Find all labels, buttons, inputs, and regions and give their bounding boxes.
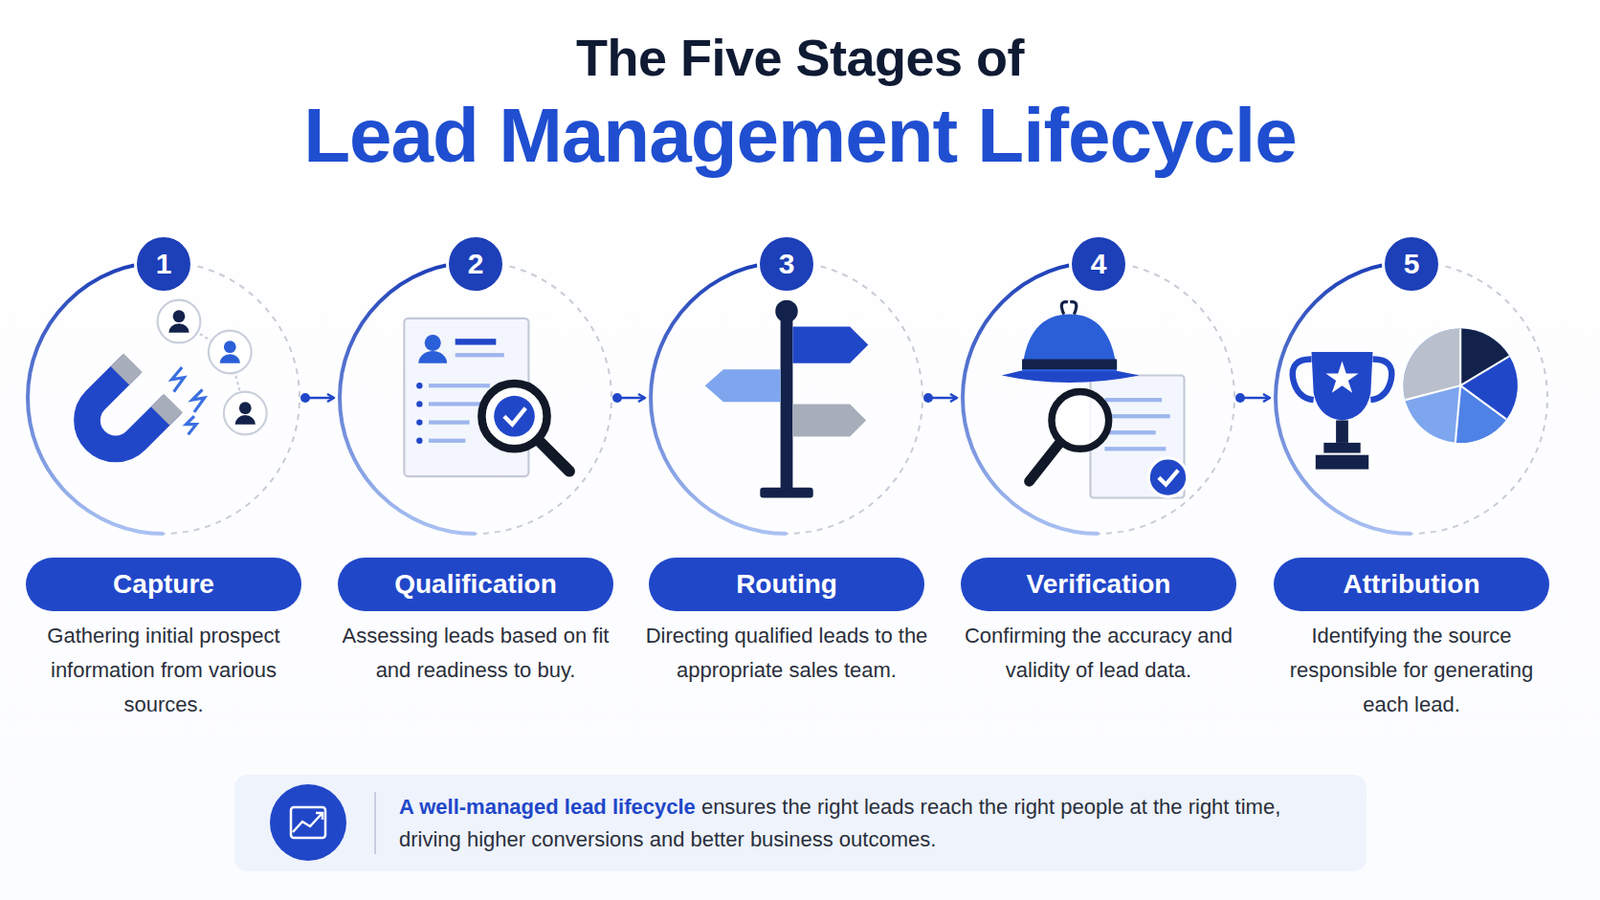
callout-highlight: A well-managed lead lifecycle [399, 795, 696, 820]
stage-pill: RoutingDirecting qualified leads to the … [648, 557, 925, 612]
title-highlight: Lead Management Lifecycle [0, 93, 1600, 178]
signpost-icon [705, 300, 869, 499]
chart-icon [234, 775, 426, 872]
ring-outline [960, 260, 1237, 536]
ring-outline [648, 260, 925, 536]
stage-ring: 1 [25, 260, 302, 536]
stage-description: Gathering initial prospect information f… [20, 619, 308, 723]
step-number: 4 [1068, 234, 1129, 294]
stage-description: Identifying the source responsible for g… [1267, 619, 1556, 723]
stage-description: Confirming the accuracy and validity of … [955, 619, 1243, 689]
stage-pill: QualificationAssessing leads based on fi… [337, 557, 614, 612]
verification-icon [1001, 302, 1188, 499]
flow-arrow [1235, 393, 1270, 403]
ring-outline [25, 260, 302, 536]
stage-description: Assessing leads based on fit and readine… [332, 619, 620, 689]
stage-name: Qualification [337, 557, 614, 612]
flow-arrow [923, 393, 957, 403]
stage-pill: CaptureGathering initial prospect inform… [25, 557, 302, 612]
stage-name: Capture [25, 557, 302, 612]
stage-ring: 4 [960, 260, 1237, 536]
callout-text: A well-managed lead lifecycle ensures th… [399, 779, 1347, 868]
stage-pill: AttributionIdentifying the source respon… [1273, 557, 1550, 612]
stage-name: Attribution [1273, 557, 1550, 612]
ring-outline [337, 260, 614, 536]
stage-ring: 2 [337, 260, 614, 536]
step-number: 3 [756, 234, 817, 294]
magnet-icon [75, 300, 267, 462]
ring-outline [1273, 260, 1550, 536]
stage-pill: VerificationConfirming the accuracy and … [960, 557, 1237, 612]
summary-callout: A well-managed lead lifecycle ensures th… [234, 775, 1367, 872]
flow-arrow [300, 393, 334, 403]
attribution-icon [1292, 329, 1518, 470]
step-number: 2 [445, 234, 506, 294]
step-number: 1 [133, 234, 194, 294]
step-number: 5 [1381, 234, 1442, 294]
stage-ring: 5 [1273, 260, 1550, 536]
qualification-icon [403, 318, 570, 477]
stage-name: Verification [960, 557, 1237, 612]
stage-ring: 3 [648, 260, 925, 536]
flow-arrow [612, 393, 645, 403]
stage-name: Routing [648, 557, 925, 612]
stage-description: Directing qualified leads to the appropr… [643, 619, 931, 689]
title-text: The Five Stages of [0, 28, 1600, 87]
